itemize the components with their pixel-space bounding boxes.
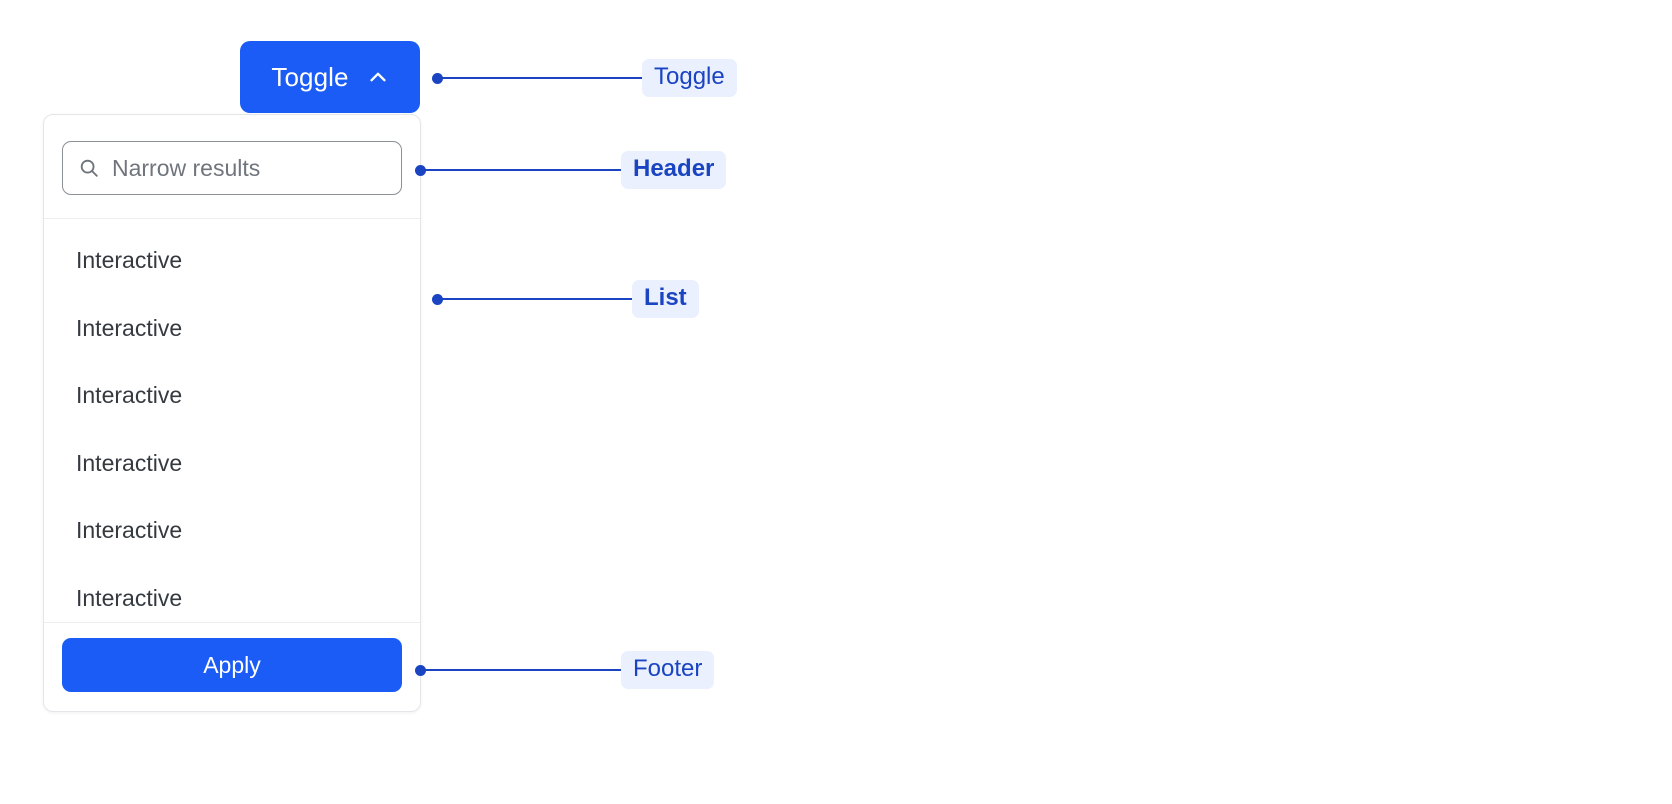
list-item-label: Interactive <box>76 314 183 341</box>
annotation-dot <box>415 664 426 676</box>
annotation-header: Header <box>415 151 727 189</box>
list-item-label: Interactive <box>76 247 183 274</box>
list-item[interactable]: Interactive <box>44 362 420 430</box>
annotation-label: List <box>632 280 699 318</box>
toggle-button[interactable]: Toggle <box>240 41 420 113</box>
apply-button[interactable]: Apply <box>62 638 402 692</box>
annotation-label: Header <box>621 151 727 189</box>
annotation-leader-line <box>425 169 623 171</box>
annotation-label: Footer <box>621 651 715 689</box>
annotation-dot <box>432 293 443 305</box>
annotation-leader-line <box>442 77 644 79</box>
list-item-label: Interactive <box>76 449 183 476</box>
annotation-list: List <box>432 280 699 318</box>
annotation-dot <box>415 164 426 176</box>
search-input[interactable]: Narrow results <box>62 141 402 195</box>
list-item[interactable]: Interactive <box>44 430 420 498</box>
dropdown-list: Interactive Interactive Interactive Inte… <box>44 219 420 622</box>
dropdown-footer: Apply <box>44 622 420 711</box>
chevron-up-icon <box>367 66 389 88</box>
annotation-label: Toggle <box>642 59 737 97</box>
list-item-label: Interactive <box>76 517 183 544</box>
search-input-placeholder: Narrow results <box>112 156 261 180</box>
search-icon <box>78 157 100 179</box>
list-item[interactable]: Interactive <box>44 295 420 363</box>
toggle-button-label: Toggle <box>271 62 349 92</box>
dropdown-panel: Narrow results Interactive Interactive I… <box>43 114 421 712</box>
annotation-dot <box>432 72 443 84</box>
list-item-label: Interactive <box>76 584 183 611</box>
annotation-leader-line <box>442 298 634 300</box>
annotation-footer: Footer <box>415 651 715 689</box>
list-item[interactable]: Interactive <box>44 497 420 565</box>
dropdown-header: Narrow results <box>44 115 420 219</box>
list-item[interactable]: Interactive <box>44 227 420 295</box>
list-item-label: Interactive <box>76 382 183 409</box>
list-item[interactable]: Interactive <box>44 565 420 623</box>
annotation-toggle: Toggle <box>432 59 737 97</box>
annotation-leader-line <box>425 669 623 671</box>
